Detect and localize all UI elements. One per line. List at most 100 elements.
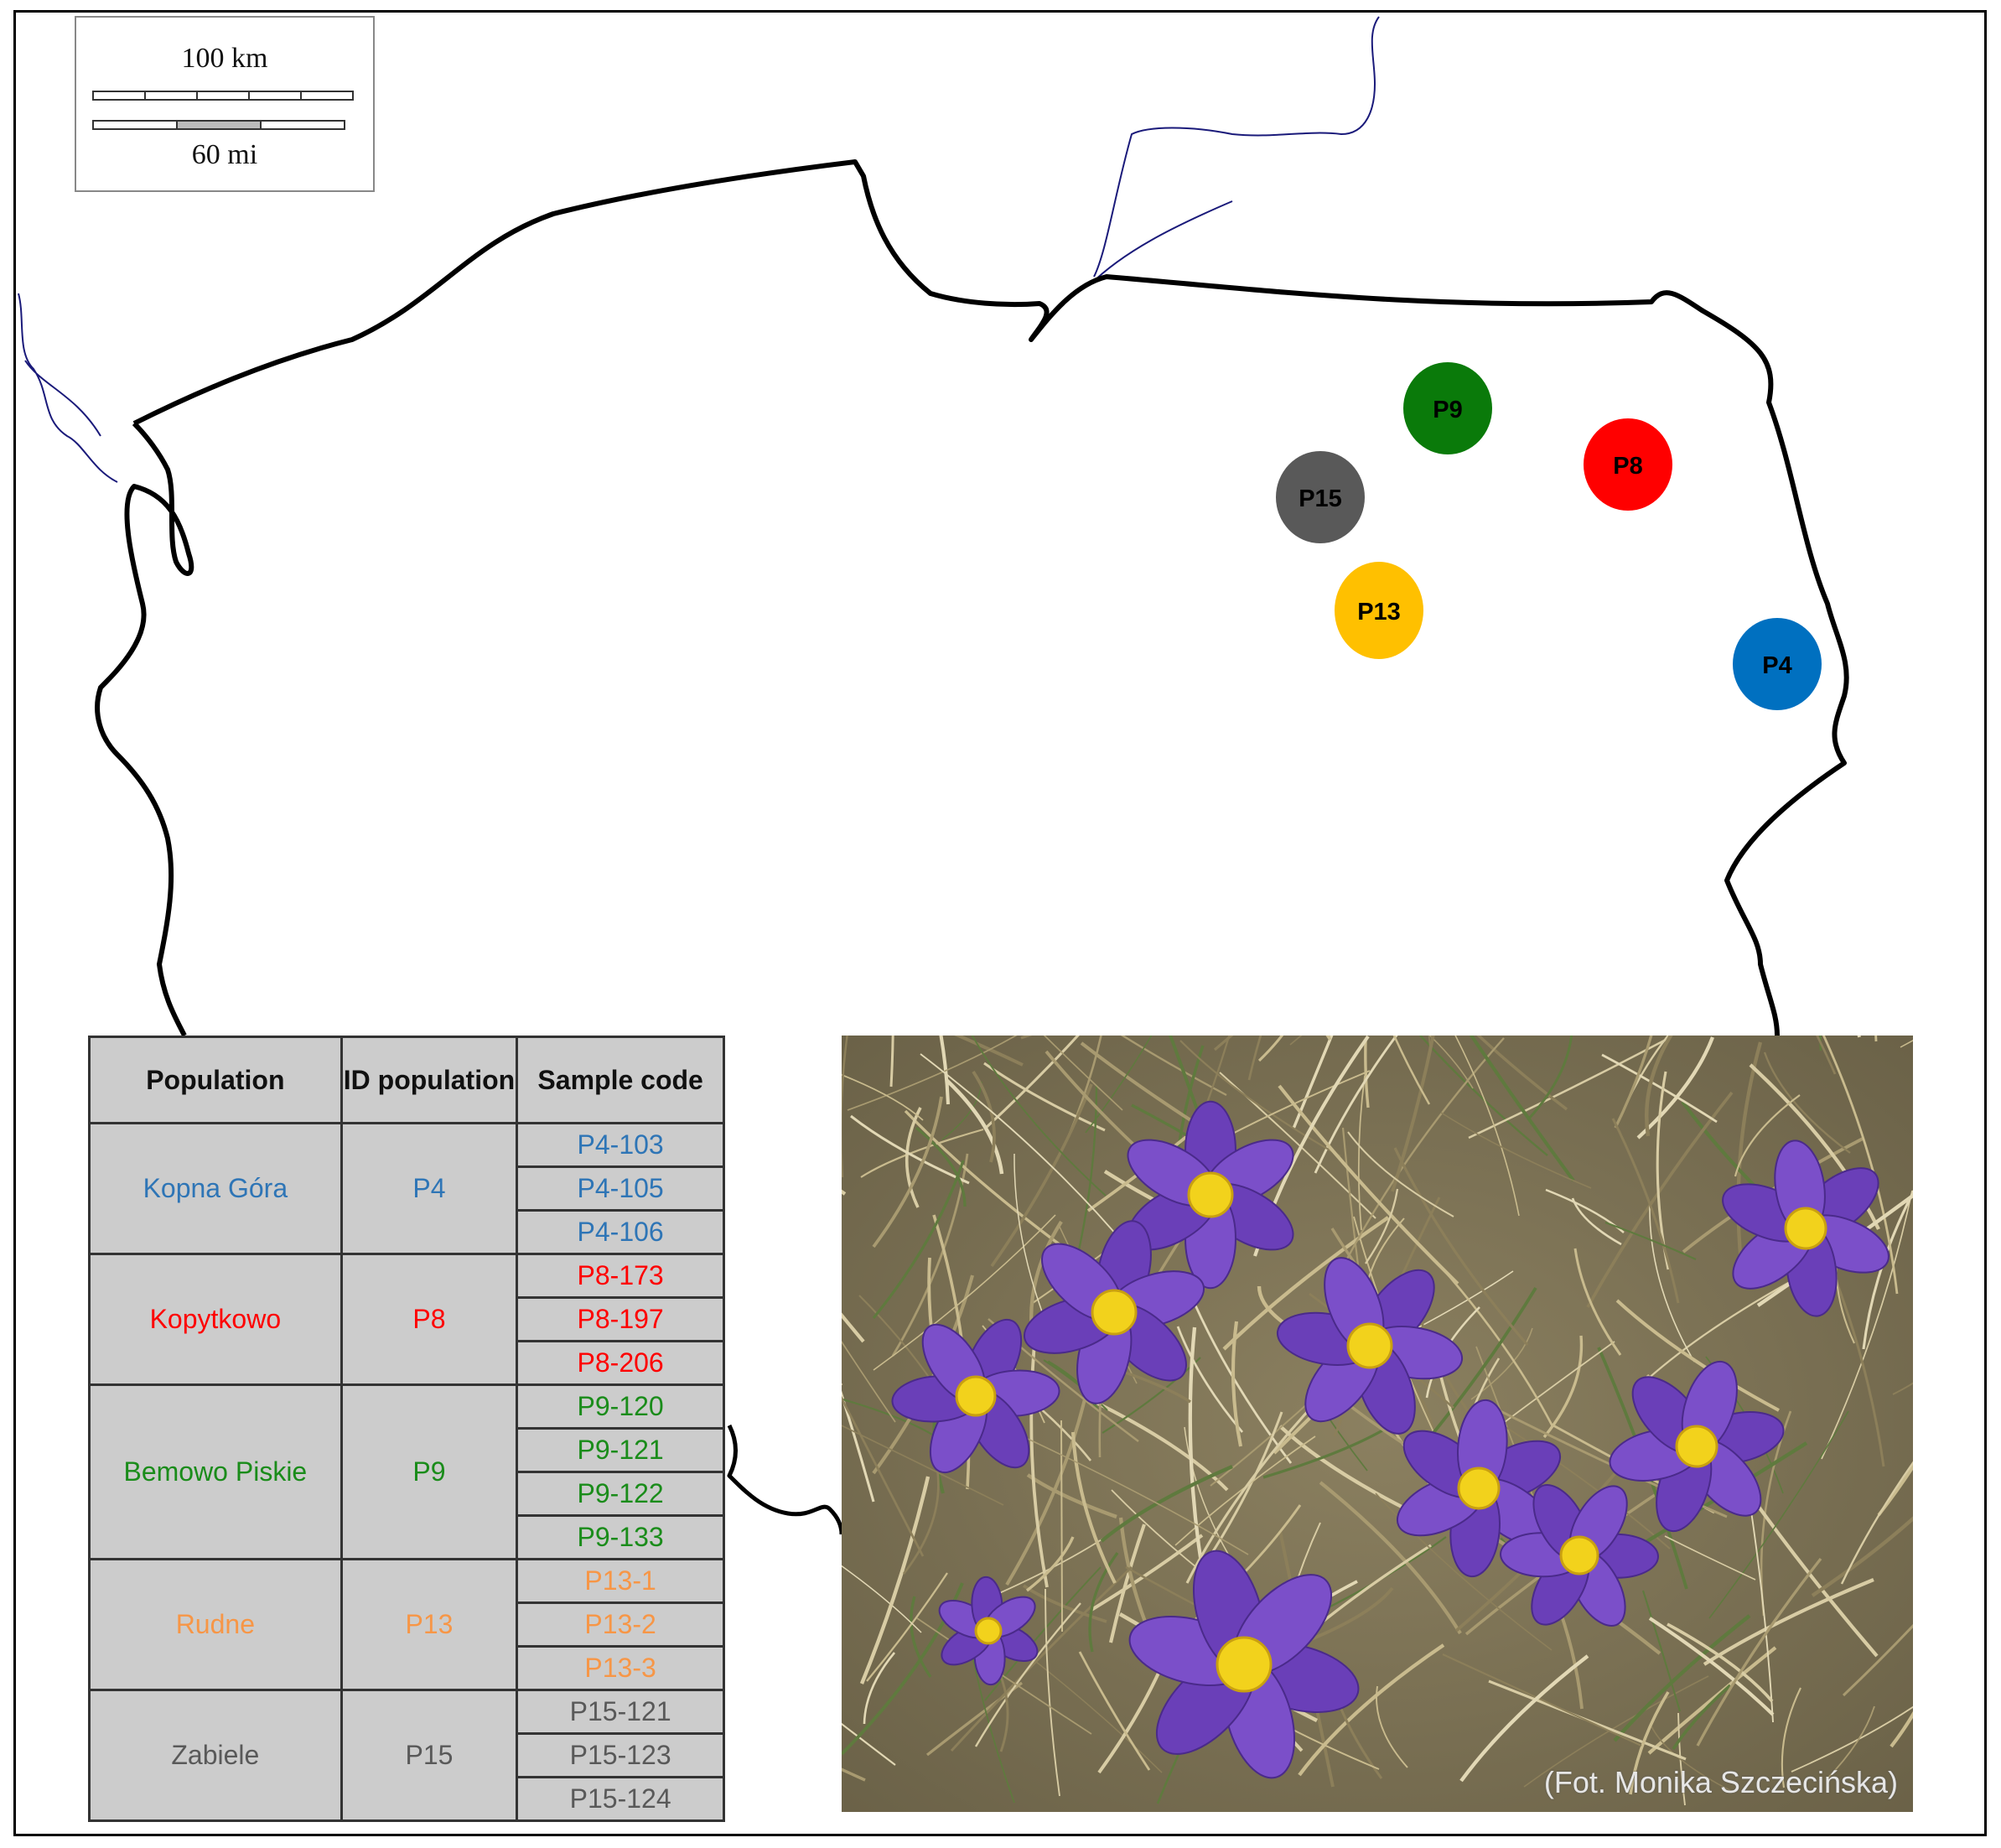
grass-strand: [1696, 1557, 1822, 1747]
grass-strand: [1292, 1036, 1334, 1129]
grass-strand: [1586, 1091, 1734, 1308]
grass-strand: [1604, 1222, 1697, 1260]
grass-strand: [1476, 1036, 1568, 1111]
grass-strand: [842, 1565, 922, 1633]
marker-p8[interactable]: P8: [1584, 418, 1672, 511]
marker-p4-label: P4: [1762, 652, 1791, 679]
grass-strand: [1611, 1118, 1680, 1304]
grass-strand: [1314, 1036, 1398, 1174]
grass-strand: [872, 1160, 965, 1320]
grass-strand: [905, 1107, 922, 1208]
grass-strand: [1822, 1036, 1899, 1295]
grass-strand: [1811, 1516, 1913, 1597]
grass-strand: [1636, 1036, 1715, 1139]
grass-strand: [1435, 1260, 1554, 1427]
grass-strand: [1045, 1588, 1060, 1797]
grass-strand: [1392, 1036, 1431, 1105]
grass-strand: [1347, 1131, 1454, 1217]
grass-strand: [1065, 1036, 1102, 1140]
marker-p4[interactable]: P4: [1733, 618, 1822, 710]
marker-p13[interactable]: P13: [1335, 562, 1423, 659]
header-population: Population: [88, 1036, 343, 1124]
flower: [1128, 1550, 1360, 1779]
grass-strand: [1088, 1552, 1119, 1653]
grass-strand: [1708, 1410, 1849, 1619]
header-sample-code: Sample code: [516, 1036, 725, 1124]
grass-strand: [842, 1036, 848, 1178]
grass-strand: [1005, 1380, 1091, 1586]
grass-strand: [1749, 1499, 1774, 1723]
grass-strand: [1791, 1705, 1913, 1773]
flower: [1500, 1484, 1659, 1627]
grass-strand: [990, 1083, 1093, 1268]
km-bar: [92, 91, 354, 101]
grass-strand: [915, 1126, 967, 1207]
cell-population: Rudne: [88, 1558, 343, 1691]
table-row: P4-105: [90, 1165, 725, 1212]
cell-sample-code: P13-2: [516, 1601, 725, 1648]
grass-strand: [1664, 1535, 1756, 1581]
grass-strand: [1393, 1147, 1529, 1347]
cell-population: Kopna Góra: [88, 1122, 343, 1255]
grass-strand: [1440, 1112, 1592, 1189]
grass-strand: [1029, 1317, 1049, 1588]
grass-strand: [866, 1572, 948, 1682]
photo-credit: (Fot. Monika Szczecińska): [1543, 1765, 1898, 1799]
flower: [938, 1575, 1039, 1686]
flower: [1023, 1220, 1205, 1404]
sample-table: Population ID population Sample code Kop…: [88, 1036, 725, 1822]
grass-strand: [998, 1671, 1009, 1752]
grass-strand: [1454, 1036, 1520, 1217]
cell-sample-code: P13-3: [516, 1645, 725, 1691]
grass-strand: [1672, 1684, 1732, 1751]
cell-population: Bemowo Piskie: [88, 1383, 343, 1560]
grass-strand: [1828, 1264, 1885, 1467]
grass-strand: [983, 1036, 1080, 1130]
cell-sample-code: P9-121: [516, 1427, 725, 1473]
grass-strand: [1097, 1669, 1162, 1774]
grass-strand: [1357, 1075, 1366, 1231]
table-row: P9-122: [90, 1471, 725, 1517]
cell-sample-code: P8-197: [516, 1296, 725, 1342]
grass-strand: [1043, 1036, 1123, 1111]
grass-strand: [939, 1036, 951, 1105]
table-row: P9-133: [90, 1514, 725, 1560]
grass-strand: [1648, 1617, 1775, 1716]
marker-p9-circle: [1403, 362, 1492, 454]
poland-south-border: [727, 1424, 844, 1535]
cell-population: Kopytkowo: [88, 1253, 343, 1386]
table-row: P13-2: [90, 1601, 725, 1648]
grass-strand: [1819, 1036, 1822, 1051]
grass-strand: [842, 1395, 925, 1557]
cell-sample-code: P15-123: [516, 1732, 725, 1778]
cell-id-population: P9: [340, 1383, 519, 1560]
grass-strand: [1781, 1687, 1801, 1788]
grass-strand: [1428, 1036, 1474, 1089]
cell-sample-code: P4-106: [516, 1209, 725, 1255]
grass-strand: [1573, 1248, 1622, 1356]
cell-sample-code: P15-124: [516, 1776, 725, 1822]
photo-illustration: [842, 1036, 1913, 1812]
marker-p15[interactable]: P15: [1276, 451, 1365, 543]
grass-strand: [984, 1566, 1102, 1701]
population-markers: P9 P8 P15 P13 P4: [1276, 362, 1822, 710]
grass-strand: [1176, 1326, 1244, 1433]
grass-strand: [1629, 1691, 1670, 1795]
flower: [1276, 1257, 1464, 1435]
grass-strand: [1821, 1190, 1913, 1460]
grass-strand: [1571, 1197, 1622, 1246]
marker-p4-circle: [1733, 618, 1822, 710]
cell-sample-code: P8-206: [516, 1340, 725, 1386]
cell-id-population: P13: [340, 1558, 519, 1691]
grass-strand: [971, 1036, 1107, 1197]
marker-p8-label: P8: [1613, 453, 1642, 480]
grass-strand: [842, 1398, 940, 1440]
marker-p15-circle: [1276, 451, 1365, 543]
vistula-lagoon-river: [1093, 16, 1380, 278]
grass-strand: [1644, 1036, 1673, 1137]
cell-sample-code: P9-122: [516, 1471, 725, 1517]
marker-p9[interactable]: P9: [1403, 362, 1492, 454]
